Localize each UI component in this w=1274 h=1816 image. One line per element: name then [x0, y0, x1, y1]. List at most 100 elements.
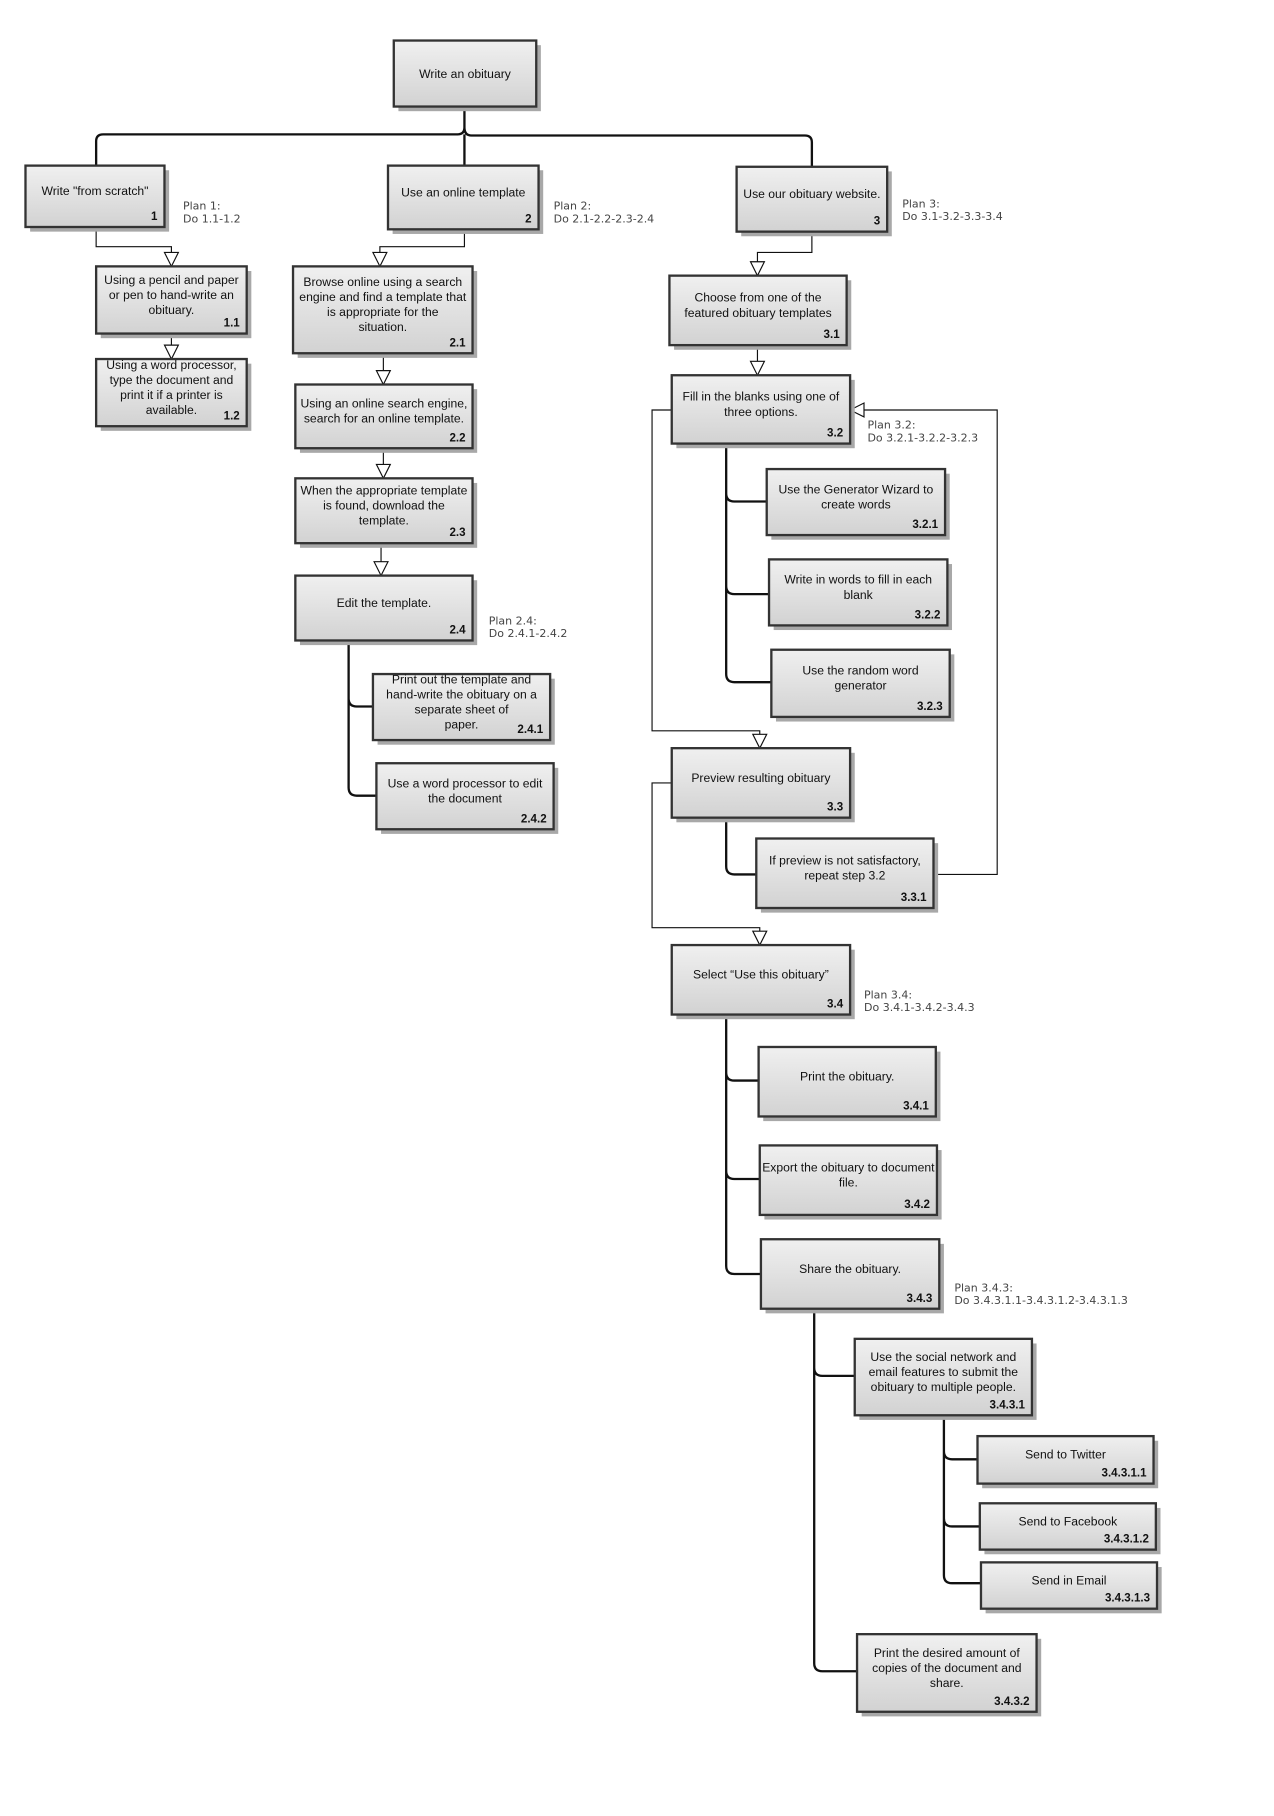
- node-label-line: Preview resulting obituary: [691, 771, 831, 785]
- branch-3.2: [725, 443, 772, 684]
- node-number: 3.4.3.2: [994, 1696, 1029, 1708]
- node-box: [670, 374, 852, 445]
- arrow-icon: [375, 463, 392, 480]
- node-box: [979, 1561, 1159, 1610]
- task-node-3-3[interactable]: Preview resulting obituary 3.3: [670, 747, 855, 823]
- node-number: 2.2: [449, 432, 465, 444]
- branch-3.4.3: [813, 1308, 858, 1673]
- node-label-line: three options.: [724, 405, 798, 419]
- root-branch-line: [94, 106, 814, 167]
- node-label-line: repeat step 3.2: [804, 869, 885, 883]
- node-label-line: Use an online template: [401, 185, 526, 199]
- node-label-line: Use the social network and: [870, 1350, 1016, 1364]
- node-label-line: or pen to hand-write an: [109, 288, 234, 302]
- node-label-line: print it if a printer is: [120, 388, 223, 402]
- node-label-line: Select “Use this obituary”: [693, 968, 829, 982]
- node-number: 2: [525, 213, 531, 225]
- arrow-icon: [372, 251, 388, 268]
- node-label-line: When the appropriate template: [300, 484, 467, 498]
- task-node-root[interactable]: Write an obituary: [392, 39, 541, 112]
- seq-line-3: [756, 231, 813, 265]
- node-box: [670, 747, 852, 819]
- node-label-line: engine and find a template that: [299, 290, 467, 304]
- task-node-2-2[interactable]: Using an online search engine,search for…: [294, 383, 478, 453]
- node-label-line: search for an online template.: [304, 412, 464, 426]
- plan-body: Do 1.1-1.2: [183, 212, 241, 225]
- plan-body: Do 3.2.1-3.2.2-3.2.3: [867, 431, 978, 444]
- node-label-line: Use the Generator Wizard to: [779, 482, 934, 496]
- node-number: 3.4.1: [903, 1101, 929, 1113]
- node-number: 3.4.3.1: [990, 1399, 1026, 1411]
- loop-line-3.3-to-3.4: [651, 782, 761, 934]
- node-box: [392, 39, 538, 108]
- branch-2.4: [347, 640, 377, 797]
- node-label-line: Send to Twitter: [1025, 1448, 1106, 1462]
- plan-title: Plan 2.4:: [489, 614, 537, 627]
- task-node-3-4[interactable]: Select “Use this obituary”3.4: [670, 943, 855, 1020]
- node-label-line: paper.: [445, 717, 479, 731]
- task-node-3-4-3[interactable]: Share the obituary.3.4.3: [759, 1238, 944, 1314]
- node-label-line: situation.: [358, 320, 407, 334]
- node-label-line: email features to submit the: [869, 1365, 1019, 1379]
- node-number: 3.1: [824, 329, 841, 341]
- task-node-3-3-1[interactable]: If preview is not satisfactory,repeat st…: [755, 837, 939, 913]
- node-box: [291, 265, 474, 355]
- node-label-line: obituary.: [149, 303, 195, 317]
- node-label-line: Using a pencil and paper: [104, 273, 239, 287]
- node-box: [294, 574, 474, 642]
- node-label-line: Share the obituary.: [799, 1262, 901, 1276]
- node-label-line: Write "from scratch": [41, 184, 148, 198]
- node-label-line: hand-write the obituary on a: [386, 687, 537, 701]
- arrow-icon: [751, 733, 768, 750]
- node-number: 3.4.3.1.3: [1105, 1593, 1151, 1605]
- node-box: [386, 164, 540, 231]
- task-node-1[interactable]: Write "from scratch"1: [24, 164, 170, 232]
- node-label-line: share.: [930, 1676, 964, 1690]
- node-box: [371, 672, 552, 742]
- node-box: [755, 837, 935, 910]
- node-box: [294, 477, 474, 545]
- node-box: [765, 467, 947, 537]
- node-label-line: available.: [146, 403, 197, 417]
- plan-note-p34: Plan 3.4:Do 3.4.1-3.4.2-3.4.3: [864, 988, 975, 1014]
- plan-body: Do 3.4.3.1.1-3.4.3.1.2-3.4.3.1.3: [954, 1294, 1128, 1307]
- plan-title: Plan 3:: [902, 197, 940, 210]
- node-number: 3.2: [827, 428, 843, 440]
- node-number: 3.3: [827, 802, 844, 814]
- task-node-1-2[interactable]: Using a word processor,type the document…: [94, 357, 252, 431]
- node-box: [375, 762, 555, 831]
- node-label-line: file.: [839, 1176, 858, 1190]
- task-node-3[interactable]: Use our obituary website.3: [735, 165, 892, 237]
- task-node-3-4-1[interactable]: Print the obituary.3.4.1: [757, 1045, 941, 1122]
- loop-line-3.3.1-to-3.2: [861, 409, 998, 875]
- node-label-line: Use a word processor to edit: [388, 777, 543, 791]
- node-box: [758, 1144, 939, 1217]
- node-label-line: type the document and: [110, 373, 234, 387]
- node-label-line: create words: [821, 497, 891, 511]
- node-label-line: If preview is not satisfactory,: [769, 854, 921, 868]
- node-label-line: Using a word processor,: [106, 358, 236, 372]
- node-box: [853, 1337, 1034, 1417]
- node-number: 2.4.2: [521, 813, 547, 825]
- task-node-2-4[interactable]: Edit the template.2.4: [294, 574, 478, 646]
- branch-3.4.3.1: [942, 1415, 981, 1585]
- task-node-3-4-2[interactable]: Export the obituary to documentfile.3.4.…: [758, 1144, 942, 1220]
- node-number: 2.4.1: [517, 724, 543, 736]
- task-node-2[interactable]: Use an online template 2: [386, 164, 544, 234]
